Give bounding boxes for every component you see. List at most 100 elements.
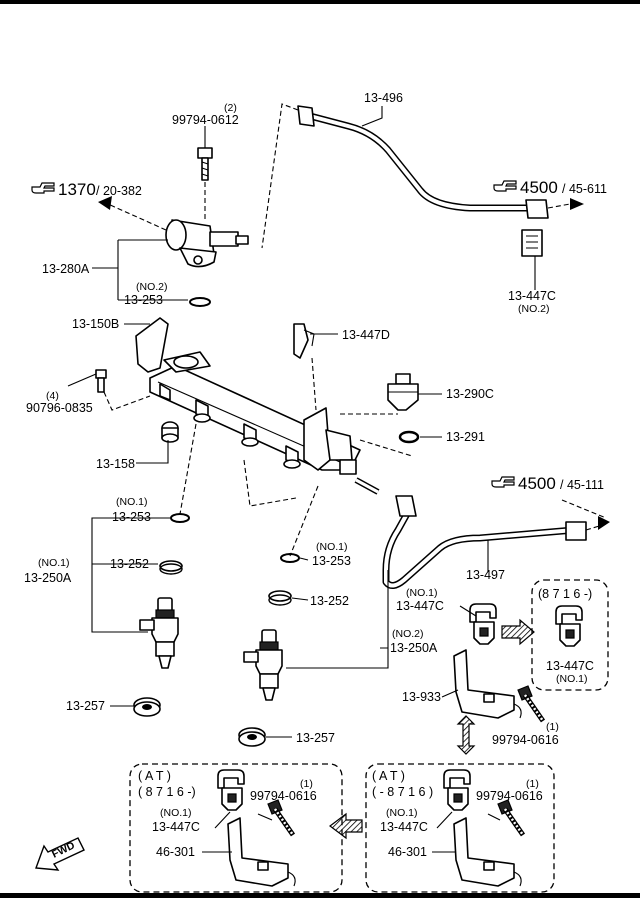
clip-13-447c-at-right — [443, 769, 471, 811]
bolt-99794-0612 — [197, 147, 213, 181]
label-8716: (8 7 1 6 -) — [538, 587, 592, 601]
label-13-257-left: 13-257 — [66, 699, 105, 713]
double-arrow-icon — [456, 715, 476, 755]
label-no1-b: (NO.1) — [38, 557, 70, 569]
fuel-pipe-13-496 — [297, 105, 549, 219]
bottom-rule — [0, 893, 640, 898]
top-rule — [0, 0, 640, 4]
label-13-257-mid: 13-257 — [296, 731, 335, 745]
fuel-rail-13-150b — [135, 317, 380, 495]
label-13-291: 13-291 — [446, 430, 485, 444]
label-13-253-top: 13-253 — [124, 293, 163, 307]
label-13-158: 13-158 — [96, 457, 135, 471]
pointing-hand-icon — [491, 476, 515, 488]
label-13-250a-mid: 13-250A — [390, 641, 438, 655]
label-13-252-left: 13-252 — [110, 557, 149, 571]
spacer-13-252-left — [159, 560, 183, 575]
clamp-13-447c-no2 — [521, 229, 543, 257]
label-ref-45-111: / 45-111 — [560, 478, 604, 492]
label-13-447c-box: 13-447C — [546, 659, 594, 673]
label-13-447d: 13-447D — [342, 328, 390, 342]
label-13-496: 13-496 — [364, 91, 403, 105]
pulsation-damper-13-290c — [387, 373, 419, 411]
variant-box-at-right — [365, 763, 555, 893]
label-90796-0835: 90796-0835 — [26, 401, 93, 415]
label-ref-20-382: / 20-382 — [96, 184, 142, 198]
label-13-447c-left: 13-447C — [152, 820, 200, 834]
label-13-447c-top: 13-447C — [508, 289, 556, 303]
label-13-252-mid: 13-252 — [310, 594, 349, 608]
nut-13-257-mid — [238, 727, 266, 747]
clip-13-447c-at-left — [217, 769, 245, 811]
leader-lines — [67, 106, 501, 853]
label-ref-4500-a: 4500 — [520, 178, 558, 197]
label-13-497: 13-497 — [466, 568, 505, 582]
label-ref-45-611: / 45-611 — [562, 182, 607, 196]
label-46-301-right: 46-301 — [388, 845, 427, 859]
pointing-hand-icon — [31, 182, 55, 194]
label-no2-b: (NO.2) — [392, 628, 424, 640]
label-qty-4: (4) — [46, 390, 59, 402]
label-13-933: 13-933 — [402, 690, 441, 704]
label-qty-1-right: (1) — [526, 778, 539, 790]
clip-13-447c-mid — [469, 603, 497, 645]
nut-13-257-left — [133, 697, 161, 717]
oring-13-253-top — [189, 297, 211, 307]
label-qty-2: (2) — [224, 102, 237, 114]
oring-13-291 — [398, 430, 420, 444]
label-13-250a-left: 13-250A — [24, 571, 72, 585]
clip-13-447c-box — [555, 605, 583, 647]
label-99794-0616-right: 99794-0616 — [476, 789, 543, 803]
label-8716-right: ( - 8 7 1 6 ) — [372, 785, 433, 799]
forward-arrow-icon — [35, 837, 85, 871]
label-13-447c-mid: 13-447C — [396, 599, 444, 613]
label-no2-a: (NO.2) — [136, 281, 168, 293]
label-ref-4500-b: 4500 — [518, 474, 556, 493]
label-at-left: ( A T ) — [138, 769, 171, 783]
label-13-253-mid: 13-253 — [312, 554, 351, 568]
bolt-at-right — [498, 800, 523, 835]
hatched-arrow-icon — [501, 618, 535, 646]
label-no1-right: (NO.1) — [386, 807, 418, 819]
label-99794-0616-left: 99794-0616 — [250, 789, 317, 803]
variant-box-8716 — [531, 579, 609, 691]
label-13-280a: 13-280A — [42, 262, 90, 276]
pointing-hand-icon — [493, 180, 517, 192]
label-99794-0616-a: 99794-0616 — [492, 733, 559, 747]
label-46-301-left: 46-301 — [156, 845, 195, 859]
label-qty-1-left: (1) — [300, 778, 313, 790]
label-no1-left: (NO.1) — [160, 807, 192, 819]
bracket-13-933 — [453, 649, 522, 719]
clamp-13-447d — [293, 323, 315, 359]
hatched-arrow-left-icon — [329, 812, 363, 840]
variant-box-at-left — [129, 763, 343, 893]
bolt-at-left — [268, 800, 293, 835]
label-13-150b: 13-150B — [72, 317, 119, 331]
label-ref-1370: 1370 — [58, 180, 96, 199]
label-no1-e: (NO.1) — [556, 673, 588, 685]
oring-13-253-mid — [280, 553, 300, 563]
label-13-253-left: 13-253 — [112, 510, 151, 524]
fuel-pipe-13-497 — [382, 495, 587, 589]
pressure-regulator-13-280a — [165, 219, 249, 268]
label-no1-a: (NO.1) — [116, 496, 148, 508]
label-99794-0612: 99794-0612 — [172, 113, 239, 127]
bolt-99794-0616-a — [518, 686, 543, 721]
label-at-right: ( A T ) — [372, 769, 405, 783]
label-no1-d: (NO.1) — [406, 587, 438, 599]
oring-13-253-left — [170, 513, 190, 523]
label-8716-left: ( 8 7 1 6 -) — [138, 785, 196, 799]
bracket-46-301-left — [227, 817, 296, 887]
insulator-13-158 — [161, 421, 179, 443]
label-13-447c-right: 13-447C — [380, 820, 428, 834]
spacer-13-252-mid — [268, 590, 292, 606]
injector-mid — [243, 629, 283, 701]
bracket-46-301-right — [453, 817, 522, 887]
label-no1-c: (NO.1) — [316, 541, 348, 553]
label-no2-c: (NO.2) — [518, 303, 550, 315]
part-labels: 13-496 (2) 99794-0612 1370 / 20-382 4500… — [24, 91, 607, 861]
label-13-290c: 13-290C — [446, 387, 494, 401]
bolt-90796-0835 — [95, 369, 107, 393]
label-qty-1-a: (1) — [546, 721, 559, 733]
